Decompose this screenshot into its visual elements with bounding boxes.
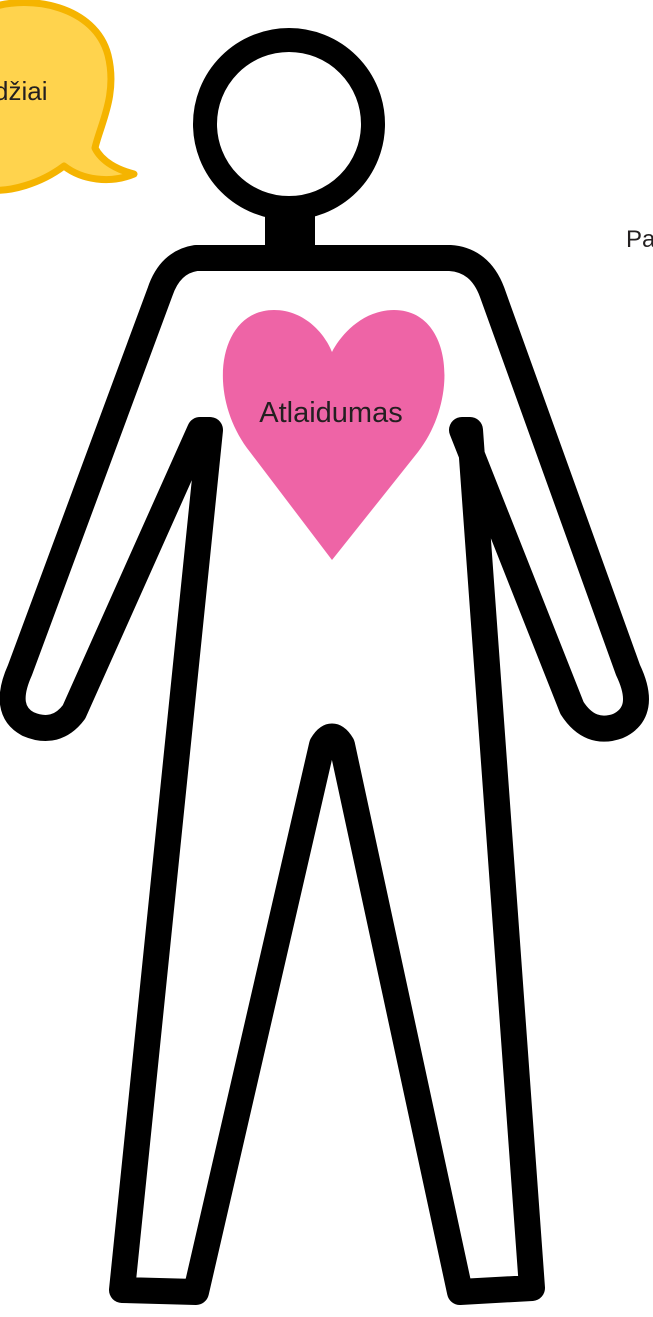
speech-bubble: džiai — [0, 3, 134, 191]
head — [205, 40, 373, 208]
neck — [265, 205, 315, 250]
heart-label: Atlaidumas — [259, 397, 402, 429]
speech-bubble-text: džiai — [0, 76, 47, 106]
side-label: Pa — [626, 226, 653, 253]
